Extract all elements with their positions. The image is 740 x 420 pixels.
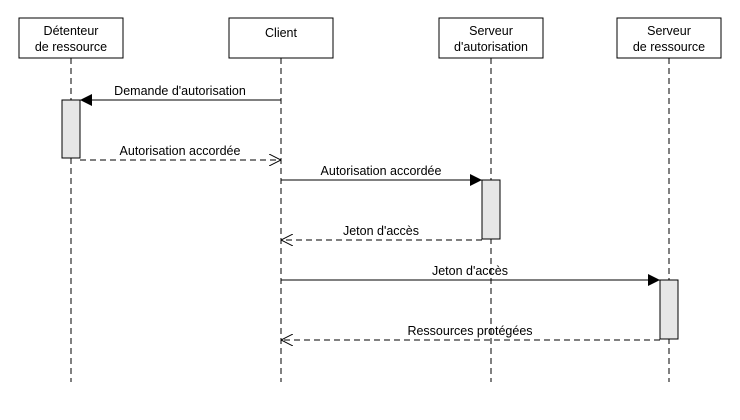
participant-label-line-2: de ressource <box>35 40 107 54</box>
participant-box <box>438 17 544 59</box>
message-label: Jeton d'accès <box>432 264 508 278</box>
participant-label-line-2: de ressource <box>633 40 705 54</box>
message-label: Demande d'autorisation <box>114 84 246 98</box>
message-access-token: Jeton d'accès <box>281 264 660 286</box>
participant-box <box>18 17 124 59</box>
message-protected-resources-reply: Ressources protégées <box>281 324 660 340</box>
participant-resource-server: Serveur de ressource <box>616 17 722 59</box>
message-label: Autorisation accordée <box>120 144 241 158</box>
activation-authorization-server <box>481 179 501 240</box>
message-access-token-reply: Jeton d'accès <box>281 224 482 240</box>
message-label: Jeton d'accès <box>343 224 419 238</box>
participant-box <box>228 17 334 59</box>
message-label: Autorisation accordée <box>321 164 442 178</box>
participant-authorization-server: Serveur d'autorisation <box>438 17 544 59</box>
activation-resource-server <box>659 279 679 340</box>
participant-label-line-1: Serveur <box>647 24 691 38</box>
participant-box <box>616 17 722 59</box>
participant-label-line-1: Serveur <box>469 24 513 38</box>
messages: Demande d'autorisation Autorisation acco… <box>80 84 660 340</box>
participant-label-line-2: d'autorisation <box>454 40 528 54</box>
message-authorization-granted-reply: Autorisation accordée <box>80 144 281 160</box>
participant-label-line-1: Client <box>265 26 297 40</box>
message-authorization-request: Demande d'autorisation <box>80 84 281 106</box>
participant-client: Client <box>228 17 334 59</box>
participant-label-line-1: Détenteur <box>44 24 99 38</box>
lifelines <box>70 58 670 382</box>
message-label: Ressources protégées <box>407 324 532 338</box>
activations <box>61 99 679 340</box>
message-authorization-granted: Autorisation accordée <box>281 164 482 186</box>
activation-resource-owner <box>61 99 81 159</box>
participant-resource-owner: Détenteur de ressource <box>18 17 124 59</box>
